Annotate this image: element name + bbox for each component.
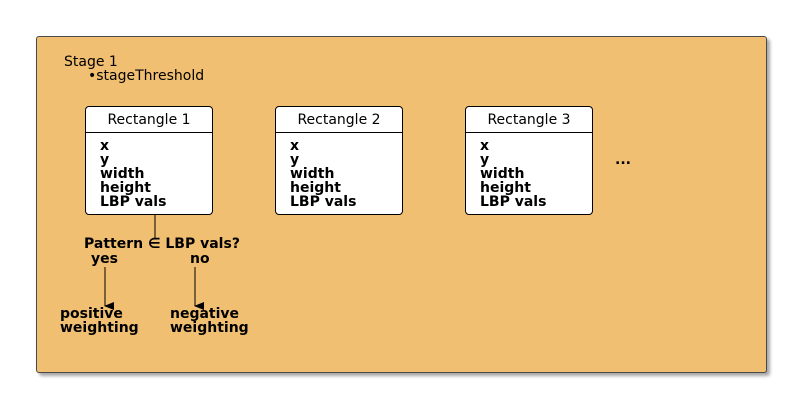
field-height: height — [290, 180, 341, 196]
rectangle-2-box: Rectangle 2 x y width height LBP vals — [275, 106, 403, 215]
field-x: x — [290, 138, 300, 154]
rectangle-3-box: Rectangle 3 x y width height LBP vals — [465, 106, 593, 215]
field-width: width — [100, 166, 145, 182]
rectangle-1-title: Rectangle 1 — [86, 107, 212, 133]
rectangle-3-title: Rectangle 3 — [466, 107, 592, 133]
negative-weighting-outcome: negative weighting — [170, 307, 249, 335]
positive-outcome-line-1: positive — [60, 306, 123, 322]
positive-outcome-line-2: weighting — [60, 320, 139, 336]
rectangle-2-title: Rectangle 2 — [276, 107, 402, 133]
rectangle-2-fields: x y width height LBP vals — [276, 133, 402, 209]
field-y: y — [100, 152, 110, 168]
field-x: x — [480, 138, 490, 154]
field-lbp-vals: LBP vals — [290, 194, 357, 210]
more-rectangles-ellipsis: ... — [615, 152, 631, 168]
field-height: height — [480, 180, 531, 196]
field-width: width — [290, 166, 335, 182]
yes-branch-label: yes — [91, 251, 118, 267]
stage-title: Stage 1 — [64, 54, 118, 70]
field-height: height — [100, 180, 151, 196]
rectangle-3-fields: x y width height LBP vals — [466, 133, 592, 209]
field-width: width — [480, 166, 525, 182]
stage-threshold-attribute: •stageThreshold — [88, 68, 205, 84]
no-branch-label: no — [190, 251, 210, 267]
rectangle-1-fields: x y width height LBP vals — [86, 133, 212, 209]
rectangle-1-box: Rectangle 1 x y width height LBP vals — [85, 106, 213, 215]
field-y: y — [290, 152, 300, 168]
field-lbp-vals: LBP vals — [480, 194, 547, 210]
negative-outcome-line-1: negative — [170, 306, 240, 322]
negative-outcome-line-2: weighting — [170, 320, 249, 336]
field-x: x — [100, 138, 110, 154]
positive-weighting-outcome: positive weighting — [60, 307, 139, 335]
decision-question: Pattern ∈ LBP vals? — [84, 236, 240, 252]
field-y: y — [480, 152, 490, 168]
field-lbp-vals: LBP vals — [100, 194, 167, 210]
